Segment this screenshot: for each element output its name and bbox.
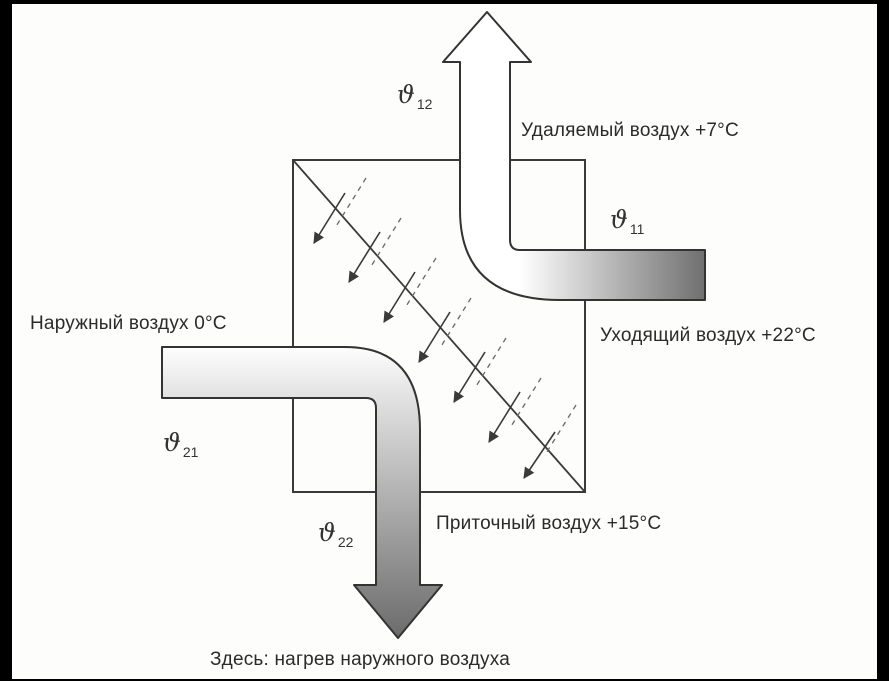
outside-air-label: Наружный воздух 0°C	[30, 313, 227, 334]
heat-flow-arrow	[348, 231, 381, 283]
dashed-guide	[474, 337, 507, 389]
dashed-guide	[404, 257, 437, 309]
dashed-guide	[439, 297, 472, 349]
exchanger-square	[292, 159, 586, 493]
supply-air-duct	[161, 346, 443, 639]
dashed-guide	[369, 217, 402, 269]
dashed-guides	[334, 177, 577, 456]
exhaust-air-duct	[442, 11, 706, 301]
supply-air-label: Приточный воздух +15°C	[436, 513, 662, 534]
heat-flow-arrow	[418, 311, 451, 363]
exhaust-air-label: Удаляемый воздух +7°C	[521, 120, 739, 141]
heat-flow-arrow	[453, 351, 486, 403]
heat-flow-arrow	[523, 431, 556, 479]
dashed-guide	[544, 404, 577, 456]
dashed-guide	[509, 377, 542, 429]
heat-flow-arrow	[383, 271, 416, 323]
heat-flow-arrows	[313, 192, 556, 479]
caption-text: Здесь: нагрев наружного воздуха	[210, 649, 511, 670]
heat-flow-arrow	[488, 391, 521, 443]
heat-flow-arrow	[313, 192, 346, 244]
extract-air-label: Уходящий воздух +22°C	[600, 325, 816, 346]
exchanger-diagonal	[292, 159, 586, 493]
